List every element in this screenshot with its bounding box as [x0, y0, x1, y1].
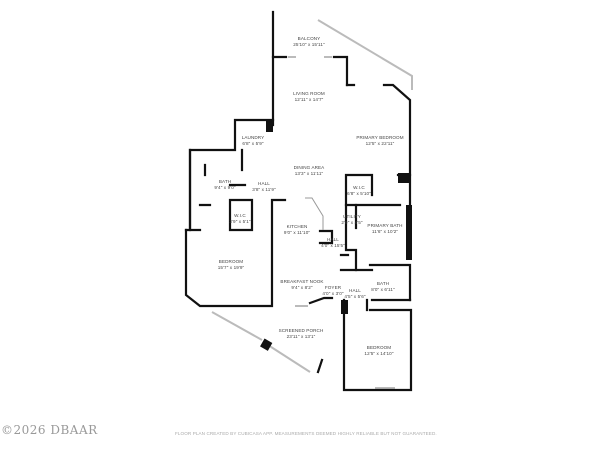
room-name: PRIMARY BEDROOM — [356, 135, 404, 140]
counter — [305, 197, 324, 230]
room-size: 9'4" x 8'2" — [291, 285, 313, 290]
room-size: 13'3" x 11'11" — [294, 171, 324, 176]
column — [341, 300, 348, 314]
room-name: BATH — [376, 281, 390, 286]
column — [260, 338, 273, 351]
room-name: SCREENED PORCH — [278, 328, 324, 333]
room-size: 15'7" x 19'9" — [217, 265, 245, 270]
room-name: PRIMARY BATH — [367, 223, 403, 228]
room-name: LAUNDRY — [241, 135, 265, 140]
room-size: 23'11" x 13'1" — [286, 334, 316, 339]
room-size: 9'0" x 11'10" — [283, 230, 311, 235]
windows — [211, 19, 413, 389]
column — [398, 173, 410, 183]
room-name: W.I.C — [234, 213, 246, 218]
column — [406, 205, 412, 260]
room-size: 12'5" x 14'10" — [364, 351, 394, 356]
room-name: BREAKFAST NOOK — [280, 279, 324, 284]
column — [266, 120, 273, 132]
room-name: UTILITY — [343, 214, 361, 219]
room-name: HALL — [349, 288, 361, 293]
room-size: 4'0" x 15'5" — [321, 243, 345, 248]
room-name: KITCHEN — [286, 224, 308, 229]
room-size: 3'9" x 5'1" — [229, 219, 251, 224]
copyright-watermark: ©2026 DBAAR — [1, 423, 98, 437]
room-size: 4'0" x 3'0" — [322, 291, 344, 296]
room-size: 6'8" x 5'9" — [242, 141, 264, 146]
room-name: DINING AREA — [293, 165, 325, 170]
room-name: BEDROOM — [366, 345, 392, 350]
room-size: 3'8" x 11'9" — [252, 187, 276, 192]
room-name: W.I.C — [353, 185, 365, 190]
disclaimer-text: FLOOR PLAN CREATED BY CUBICASA APP. MEAS… — [175, 431, 437, 436]
room-size: 12'11" x 14'7" — [294, 97, 324, 102]
room-size: 8'0" x 6'11" — [371, 287, 395, 292]
room-size: 25'10" x 15'11" — [293, 42, 325, 47]
room-size: 6'8" x 5'10" — [347, 191, 371, 196]
room-size: 4'5" x 5'6" — [344, 294, 366, 299]
room-name: HALL — [327, 237, 339, 242]
room-size: 9'4" x 9'0" — [214, 185, 236, 190]
room-size: 12'5" x 22'11" — [365, 141, 395, 146]
room-name: HALL — [258, 181, 270, 186]
walls — [184, 10, 413, 392]
room-size: 11'6" x 10'2" — [371, 229, 399, 234]
room-name: BALCONY — [297, 36, 321, 41]
room-name: BEDROOM — [218, 259, 244, 264]
room-name: FOYER — [324, 285, 342, 290]
room-size: 2'9" x 4'5" — [341, 220, 363, 225]
room-name: BATH — [218, 179, 232, 184]
room-name: LIVING ROOM — [293, 91, 325, 96]
